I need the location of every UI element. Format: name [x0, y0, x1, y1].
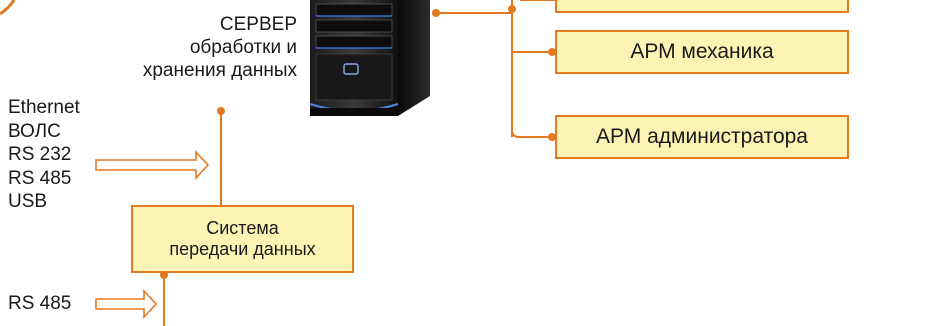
server-caption-line-3: хранения данных	[142, 60, 297, 81]
protocol-item: RS 232	[8, 144, 72, 166]
server-caption: СЕРВЕР обработки и хранения данных	[112, 13, 297, 82]
protocol-item: ВОЛС	[8, 120, 61, 142]
admin-workstation-label: АРМ администратора	[596, 125, 808, 148]
server-to-bus-line	[432, 0, 555, 137]
bus-to-admin-line	[511, 110, 556, 141]
transmission-system-box: Система передачи данных	[131, 205, 354, 273]
protocol-list: Ethernet ВОЛС RS 232 RS 485 USB	[8, 96, 80, 214]
server-caption-line-2: обработки и	[189, 37, 297, 58]
server-to-transmission-line	[217, 107, 225, 205]
bus-to-mechanic-line	[512, 48, 556, 56]
transmission-system-line-1: Система	[206, 218, 279, 238]
protocol-item: USB	[8, 191, 48, 213]
admin-workstation-box: АРМ администратора	[555, 115, 849, 159]
transmission-system-line-2: передачи данных	[169, 239, 316, 259]
server-caption-line-1: СЕРВЕР	[219, 14, 297, 35]
top-workstation-box-partial	[555, 0, 849, 13]
protocol-item: Ethernet	[8, 97, 80, 118]
protocol-item: RS 485	[8, 167, 72, 189]
mechanic-workstation-box: АРМ механика	[555, 30, 849, 74]
protocols-input-arrow	[95, 149, 210, 181]
mechanic-workstation-label: АРМ механика	[630, 40, 774, 63]
bottom-protocol-label: RS 485	[8, 293, 72, 314]
transmission-to-bottom-line	[160, 271, 168, 326]
tower-server-icon	[309, 0, 430, 116]
rs485-input-arrow	[95, 288, 158, 320]
decorative-arc	[0, 0, 16, 16]
